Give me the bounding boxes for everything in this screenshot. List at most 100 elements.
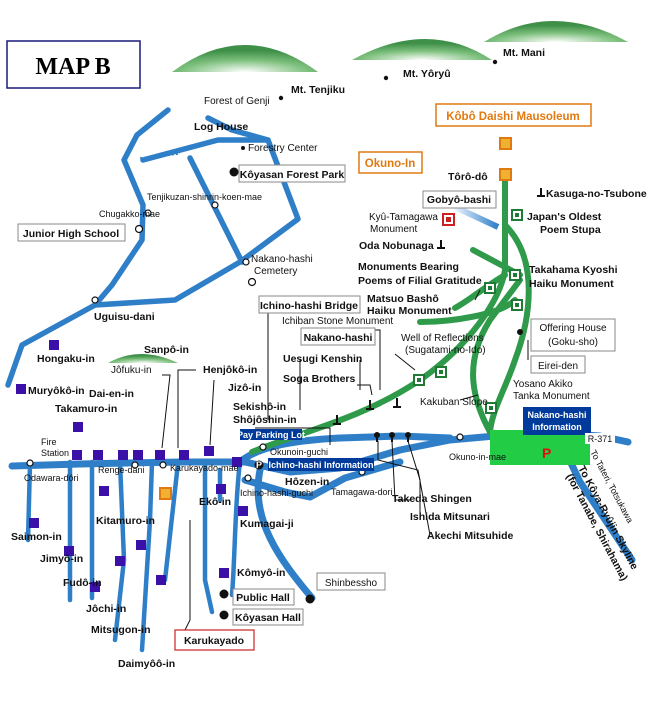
forestry-center-label: Forestry Center [248, 143, 318, 154]
tamagawa-dori-label: Tamagawa-dori [331, 487, 393, 497]
akechi-label: Akechi Mitsuhide [427, 530, 514, 542]
shinbessho-box[interactable]: Shinbessho [316, 572, 386, 591]
daimyoo-label: Daimyôô-in [118, 658, 175, 670]
kitamuro-label: Kitamuro-in [96, 515, 155, 527]
koyasan-hall-box[interactable]: Kôyasan Hall [232, 608, 304, 626]
junior-high-school-box[interactable]: Junior High School [17, 223, 126, 242]
gobyo-bashi-box[interactable]: Gobyô-bashi [422, 190, 497, 209]
uguisu-label: Uguisu-dani [94, 311, 155, 323]
shojoshin-label: Shôjôshin-in [233, 414, 297, 426]
fudo-label: Fudô-in [63, 577, 101, 589]
japans-oldest-2-label: Poem Stupa [540, 224, 601, 236]
odawara-label: Odawara-dôri [24, 473, 79, 483]
mitsugon-label: Mitsugon-in [91, 624, 150, 636]
eko-label: Ekô-in [199, 496, 231, 508]
fire-1-label: Fire [41, 437, 57, 447]
monuments-1-label: Monuments Bearing [358, 261, 459, 273]
okuno-in-box[interactable]: Okuno-In [358, 151, 423, 174]
log-house-label: Log House [194, 121, 248, 133]
mountain-yoryu-icon [352, 39, 492, 60]
mt-yoryu-label: Mt. Yôryû [403, 68, 451, 80]
eirei-den-label: Eirei-den [538, 361, 578, 372]
tenjikuzan-label: Tenjikuzan-shinrin-koen-mae [147, 192, 262, 202]
nakano-hashi-info-2-label: Information [532, 422, 582, 432]
japans-oldest-1-label: Japan's Oldest [527, 211, 602, 223]
well-2-label: (Sugatami-no-Ido) [405, 345, 486, 356]
nakano-cem-2-label: Cemetery [254, 266, 297, 277]
mountain-mani-icon [484, 21, 628, 42]
kasuga-label: Kasuga-no-Tsubone [546, 188, 647, 200]
offering-house-label: Offering House [539, 323, 607, 334]
nakano-hashi-information-badge[interactable]: Nakano-hashi Information [523, 407, 591, 435]
ichino-hashi-bridge-box[interactable]: Ichino-hashi Bridge [258, 295, 361, 314]
jofuku-label: Jôfuku-in [111, 365, 152, 376]
takeda-label: Takeda Shingen [392, 493, 472, 505]
matsuo-2-label: Haiku Monument [367, 305, 452, 317]
kumagai-label: Kumagai-ji [240, 518, 294, 530]
okuno-in-label: Okuno-In [365, 158, 415, 170]
kobo-daishi-box[interactable]: Kôbô Daishi Mausoleum [435, 103, 592, 127]
yosano-2-label: Tanka Monument [513, 391, 590, 402]
monument-markers [241, 146, 545, 442]
ichino-hashi-information-badge[interactable]: Ichino-hashi Information [268, 458, 374, 471]
oda-label: Oda Nobunaga [359, 240, 434, 252]
public-hall-label: Public Hall [236, 592, 290, 604]
leader-lines [161, 289, 529, 641]
ishida-label: Ishida Mitsunari [410, 511, 490, 523]
renge-label: Renge-dani [98, 465, 145, 475]
fire-2-label: Station [41, 448, 69, 458]
takahama-1-label: Takahama Kyoshi [529, 264, 618, 276]
nakano-hashi-label: Nakano-hashi [304, 332, 373, 344]
henjoko-label: Henjôkô-in [203, 364, 257, 376]
gobyo-bashi-label: Gobyô-bashi [427, 194, 491, 206]
parking-area [490, 430, 590, 465]
jizo-label: Jizô-in [228, 382, 261, 394]
well-1-label: Well of Reflections [401, 333, 484, 344]
monuments-2-label: Poems of Filial Gratitude [358, 275, 482, 287]
ichiban-stone-label: Ichiban Stone Monument [282, 316, 393, 327]
north-roads [5, 107, 301, 388]
forest-genji-label: Forest of Genji [204, 96, 270, 107]
title-label: MAP B [35, 54, 110, 80]
uesugi-label: Uesugi Kenshin [283, 353, 362, 365]
koyasan-forest-park-label: Kôyasan Forest Park [240, 169, 345, 181]
okuno-in-markers [159, 137, 523, 500]
dai-en-label: Dai-en-in [89, 388, 134, 400]
koyasan-hall-label: Kôyasan Hall [235, 612, 301, 624]
mountain-hongaku-icon [108, 354, 178, 363]
offering-house-box[interactable]: Offering House (Goku-sho) [530, 318, 616, 352]
kakuban-label: Kakuban Slope [420, 397, 488, 408]
ichino-hashi-info-label: Ichino-hashi Information [269, 460, 374, 470]
mt-tenjiku-label: Mt. Tenjiku [291, 84, 345, 96]
route-label: R-371 [588, 434, 613, 444]
nakano-cem-1-label: Nakano-hashi [251, 254, 313, 265]
temple-markers [16, 340, 248, 592]
karukayado-box[interactable]: Karukayado [174, 629, 255, 651]
saimon-label: Saimon-in [11, 531, 62, 543]
koyasan-forest-park-box[interactable]: Kôyasan Forest Park [238, 164, 346, 183]
pay-parking-label: Pay Parking Lot [237, 430, 305, 440]
torodo-label: Tôrô-dô [448, 171, 488, 183]
soga-label: Soga Brothers [283, 373, 356, 385]
eirei-den-box[interactable]: Eirei-den [530, 355, 586, 374]
shinbessho-label: Shinbessho [325, 578, 378, 589]
nakano-hashi-box[interactable]: Nakano-hashi [300, 327, 376, 346]
hozen-label: Hôzen-in [285, 476, 329, 488]
offering-house-sub-label: (Goku-sho) [548, 337, 598, 348]
yosano-1-label: Yosano Akiko [513, 379, 573, 390]
ichino-hashi-bridge-label: Ichino-hashi Bridge [260, 300, 358, 312]
map-title: MAP B [6, 40, 141, 89]
kyu-tamagawa-1-label: Kyû-Tamagawa [369, 212, 438, 223]
muryoko-label: Muryôkô-in [28, 385, 85, 397]
kyu-tamagawa-2-label: Monument [370, 224, 417, 235]
hongaku-label: Hongaku-in [37, 353, 95, 365]
bus-stops [26, 201, 464, 482]
ichino-hashi-guchi-label: Ichino-hashi-guchi [240, 488, 313, 498]
gobyo-bridge [453, 204, 500, 230]
pay-parking-badge[interactable]: Pay Parking Lot [237, 429, 305, 440]
takamuro-label: Takamuro-in [55, 403, 117, 415]
komyo-label: Kômyô-in [237, 567, 285, 579]
public-hall-box[interactable]: Public Hall [232, 588, 295, 606]
okunoin-guchi-label: Okunoin-guchi [270, 447, 328, 457]
sekisho-label: Sekishô-in [233, 401, 286, 413]
